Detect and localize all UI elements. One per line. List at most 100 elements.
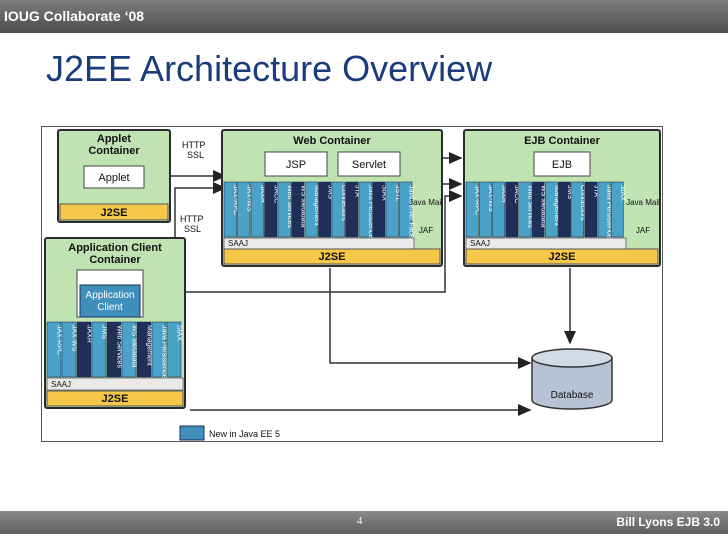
web-container-title: Web Container (293, 135, 371, 147)
api-bar (106, 321, 122, 378)
web-saaj-label: SAAJ (228, 239, 248, 248)
appclient-label: Application (86, 290, 135, 301)
arrow-client-ejb (160, 190, 463, 293)
api-label: JAXR (86, 325, 93, 343)
protocol-ssl-2: SSL (184, 224, 201, 234)
web-javamail-label: Java Mail (409, 198, 443, 207)
api-label: WS Metadata (131, 325, 138, 368)
jsp-label: JSP (286, 159, 306, 171)
ejb-saaj-label: SAAJ (470, 239, 490, 248)
api-bar (291, 181, 305, 238)
api-bar (61, 321, 77, 378)
api-bar (121, 321, 137, 378)
jsp-box (264, 151, 328, 177)
api-label: Java Persistence (367, 185, 374, 238)
web-saaj-bar (223, 237, 415, 250)
api-label: Management (553, 185, 560, 226)
api-bar (345, 181, 359, 238)
applet-container-title-2: Container (88, 145, 140, 157)
api-bar (372, 181, 386, 238)
appclient-title: Application Client (68, 242, 162, 254)
api-bar (597, 181, 611, 238)
api-label: WS Metadata (299, 185, 306, 228)
api-label: Web Services (116, 325, 123, 369)
api-label: StAX (176, 325, 183, 341)
api-bar (223, 181, 237, 238)
protocol-http-2: HTTP (180, 214, 204, 224)
api-bar (358, 181, 372, 238)
appclient-title-2: Container (89, 254, 141, 266)
application-client-container: Application Client Container Application… (44, 237, 186, 409)
conference-title: IOUG Collaborate ‘08 (4, 8, 145, 24)
api-label: JAX-WS (487, 185, 494, 212)
api-label: JSTL (394, 185, 401, 201)
api-label: Management (146, 325, 153, 366)
api-label: JAX-RPC (232, 185, 239, 215)
applet-box (83, 165, 145, 189)
api-label: JAX-RPC (56, 325, 63, 355)
database: Database (531, 348, 613, 410)
api-label: JAX-WS (245, 185, 252, 212)
ejb-j2se-bar (465, 248, 659, 265)
api-bar (331, 181, 345, 238)
appclient-j2se-bar (46, 390, 184, 407)
footer-author: Bill Lyons EJB 3.0 (616, 515, 720, 529)
legend-swatch (179, 425, 205, 441)
applet-j2se-bar (59, 203, 169, 221)
api-label: Web Services (286, 185, 293, 229)
api-label: JACC (272, 185, 279, 203)
api-label: WS Metadata (540, 185, 547, 228)
api-bar (478, 181, 492, 238)
api-bar (91, 321, 107, 378)
slide-title: J2EE Architecture Overview (46, 48, 493, 89)
api-label: JACC (513, 185, 520, 203)
api-label: JTA (592, 185, 599, 197)
database-cylinder-body (531, 358, 613, 410)
web-container: Web Container JSP Servlet JAX-RPC JAX-WS J… (221, 129, 443, 267)
protocol-labels: HTTP SSL HTTP SSL (180, 140, 206, 234)
api-label: Java Persistence (606, 185, 613, 238)
api-label: JAXR (500, 185, 507, 203)
api-bar (151, 321, 167, 378)
servlet-label: Servlet (352, 159, 386, 171)
api-bar (318, 181, 332, 238)
api-label: JMS (566, 185, 573, 199)
protocol-ssl-1: SSL (187, 150, 204, 160)
api-bar (610, 181, 624, 238)
api-bar (492, 181, 505, 238)
web-jaf-label: JAF (419, 226, 433, 235)
api-label: Management (313, 185, 320, 226)
api-bar (465, 181, 479, 238)
api-label: JAX-WS (71, 325, 78, 352)
api-label: JavaServer Faces (407, 185, 414, 242)
api-bar (46, 321, 62, 378)
applet-label: Applet (98, 172, 129, 184)
api-bar (166, 321, 182, 378)
api-bar (304, 181, 318, 238)
page-number: 4 (357, 515, 363, 527)
servlet-box (337, 151, 401, 177)
api-bar (385, 181, 399, 238)
api-label: StAX (380, 185, 387, 201)
footer-bar (0, 511, 728, 534)
api-bar (558, 181, 571, 238)
api-label: Web Services (526, 185, 533, 229)
api-bar (399, 181, 413, 238)
api-bar (505, 181, 519, 238)
legend: New in Java EE 5 (179, 425, 280, 441)
api-bar (518, 181, 532, 238)
api-bar (571, 181, 585, 238)
applet-j2se-label: J2SE (101, 207, 128, 219)
database-cylinder-top (531, 348, 613, 368)
api-bar (250, 181, 264, 238)
api-bar (277, 181, 291, 238)
api-label: Connectors (340, 185, 347, 221)
api-bar (584, 181, 598, 238)
api-bar (76, 321, 92, 378)
appclient-label-2: Client (97, 302, 123, 313)
